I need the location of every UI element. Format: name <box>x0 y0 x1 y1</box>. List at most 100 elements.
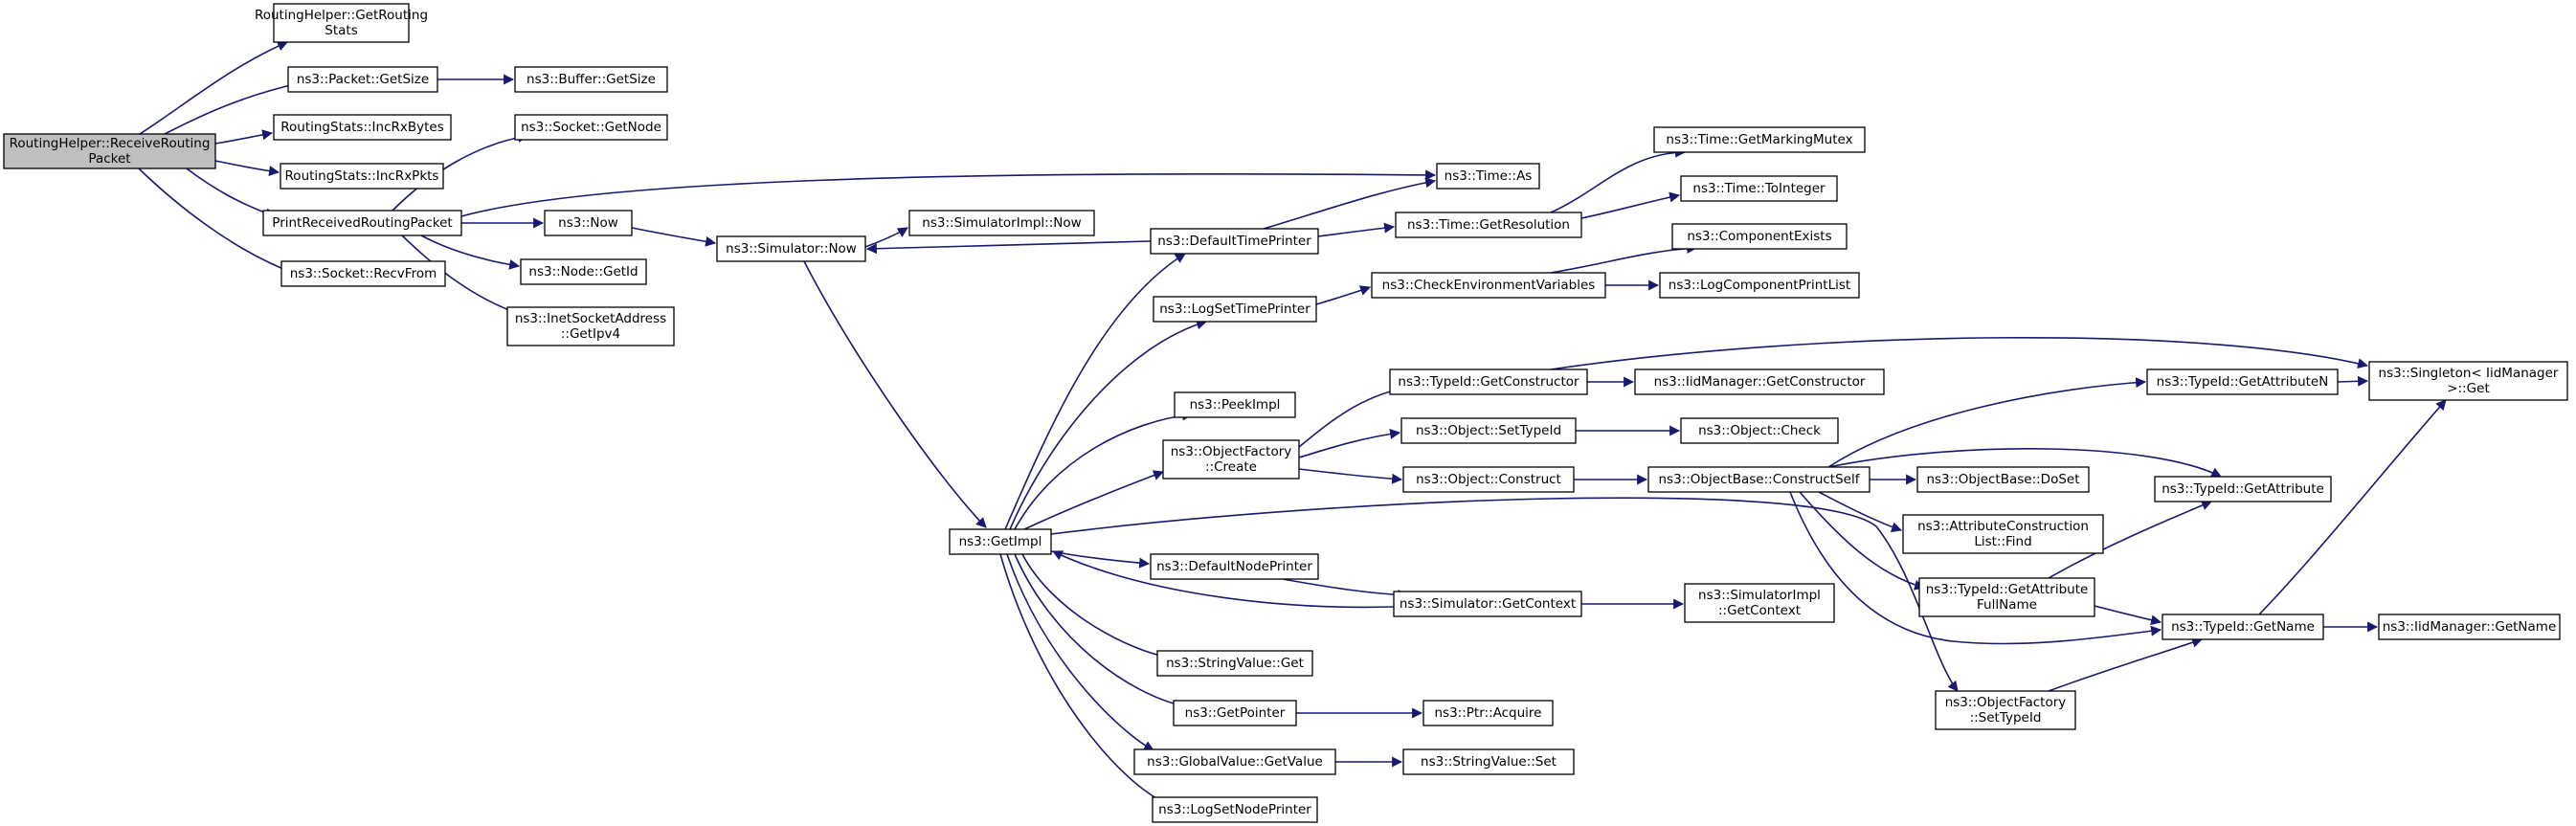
node-typeIdGetConstructor[interactable]: ns3::TypeId::GetConstructor <box>1389 368 1588 395</box>
node-label: ns3::TypeId::GetAttributeN <box>2157 374 2329 390</box>
node-checkEnvVars[interactable]: ns3::CheckEnvironmentVariables <box>1371 272 1606 299</box>
node-simNow[interactable]: ns3::Simulator::Now <box>716 235 866 262</box>
node-label: ns3::AttributeConstruction <box>1917 519 2089 534</box>
node-label: ::SetTypeId <box>1970 710 2042 726</box>
node-box <box>273 3 410 43</box>
node-iidManagerGetConstructor[interactable]: ns3::IidManager::GetConstructor <box>1634 368 1885 395</box>
node-label: ns3::Node::GetId <box>528 264 638 279</box>
node-simImplNow[interactable]: ns3::SimulatorImpl::Now <box>908 210 1095 236</box>
node-logComponentPrintList[interactable]: ns3::LogComponentPrintList <box>1659 272 1860 299</box>
node-globalValueGetValue[interactable]: ns3::GlobalValue::GetValue <box>1133 748 1336 775</box>
node-logSetTimePrinter[interactable]: ns3::LogSetTimePrinter <box>1153 296 1317 323</box>
node-box <box>1153 296 1317 323</box>
node-timeAs[interactable]: ns3::Time::As <box>1436 163 1540 190</box>
node-label: ns3::InetSocketAddress <box>515 311 666 326</box>
edge-getImpl-to-objFactorySetTypeId <box>1050 497 1959 692</box>
node-label: ns3::LogSetNodePrinter <box>1158 802 1311 817</box>
node-getPointer[interactable]: ns3::GetPointer <box>1173 700 1297 726</box>
node-componentExists[interactable]: ns3::ComponentExists <box>1671 223 1848 250</box>
node-label: ns3::Time::As <box>1445 168 1533 184</box>
node-simImplGetContext[interactable]: ns3::SimulatorImpl::GetContext <box>1684 583 1835 623</box>
node-label: ns3::CheckEnvironmentVariables <box>1382 278 1596 293</box>
node-box <box>716 235 866 262</box>
node-objectBaseConstructSelf[interactable]: ns3::ObjectBase::ConstructSelf <box>1647 466 1870 493</box>
node-incRxPkts[interactable]: RoutingStats::IncRxPkts <box>280 163 444 190</box>
node-objectBaseDoSet[interactable]: ns3::ObjectBase::DoSet <box>1916 466 2090 493</box>
node-defaultNodePrinter[interactable]: ns3::DefaultNodePrinter <box>1150 553 1319 580</box>
node-singletonGet[interactable]: ns3::Singleton< IidManager >::Get <box>2368 361 2568 401</box>
node-box <box>3 133 216 169</box>
nodes-layer: RoutingHelper::ReceiveRoutingPacketRouti… <box>3 3 2568 823</box>
edge-now-to-simNow <box>631 227 717 247</box>
node-label: ns3::ObjectFactory <box>1171 444 1292 459</box>
node-label: ns3::IidManager::GetConstructor <box>1654 374 1866 390</box>
edge-printPacket-to-socketGetNode <box>392 132 529 212</box>
node-box <box>1150 228 1319 255</box>
node-timeToInteger[interactable]: ns3::Time::ToInteger <box>1680 175 1838 202</box>
node-ptrAcquire[interactable]: ns3::Ptr::Acquire <box>1422 700 1554 726</box>
edge-objectBaseConstructSelf-to-typeIdGetAttributeN <box>1827 377 2147 468</box>
edge-getImpl-to-getPointer <box>1014 553 1186 710</box>
edge-typeIdGetAttributeFullName-to-typeIdGetAttribute <box>2048 500 2213 579</box>
node-label: ns3::DefaultNodePrinter <box>1156 559 1312 574</box>
node-label: ns3::GetImpl <box>959 534 1042 549</box>
node-typeIdGetAttribute[interactable]: ns3::TypeId::GetAttribute <box>2154 476 2332 502</box>
node-printPacket[interactable]: PrintReceivedRoutingPacket <box>262 210 462 236</box>
node-box <box>280 163 444 190</box>
node-timeGetResolution[interactable]: ns3::Time::GetResolution <box>1395 212 1582 238</box>
node-stringValueSet[interactable]: ns3::StringValue::Set <box>1402 748 1575 775</box>
node-bufferGetSize[interactable]: ns3::Buffer::GetSize <box>514 66 668 93</box>
node-box <box>1152 796 1318 823</box>
edge-receive-to-packetGetSize <box>164 79 301 135</box>
node-iidManagerGetName[interactable]: ns3::IidManager::GetName <box>2378 614 2561 640</box>
node-incRxBytes[interactable]: RoutingStats::IncRxBytes <box>273 114 452 141</box>
edge-getImpl-to-objFactoryCreate <box>1023 470 1165 530</box>
node-label: ns3::ObjectBase::DoSet <box>1926 472 2079 487</box>
node-label: ns3::Socket::RecvFrom <box>290 266 437 281</box>
node-recvFrom[interactable]: ns3::Socket::RecvFrom <box>280 260 446 287</box>
edge-logSetTimePrinter-to-checkEnvVars <box>1315 285 1372 305</box>
node-now[interactable]: ns3::Now <box>544 210 633 236</box>
node-label: ::Create <box>1205 459 1257 475</box>
node-nodeGetId[interactable]: ns3::Node::GetId <box>520 258 647 285</box>
node-label: Stats <box>325 23 357 38</box>
node-label: ns3::Socket::GetNode <box>521 120 661 135</box>
edge-getImpl-to-globalValueGetValue <box>1006 553 1154 751</box>
edge-timeGetResolution-to-timeGetMarkingMutex <box>1550 146 1687 213</box>
edge-receive-to-incRxBytes <box>214 129 274 145</box>
node-typeIdGetName[interactable]: ns3::TypeId::GetName <box>2162 614 2324 640</box>
edge-objectBaseConstructSelf-to-typeIdGetName <box>1789 491 2162 645</box>
node-label: ::GetContext <box>1718 603 1801 618</box>
node-objectCheck[interactable]: ns3::Object::Check <box>1680 417 1839 444</box>
node-objFactorySetTypeId[interactable]: ns3::ObjectFactory::SetTypeId <box>1935 690 2076 730</box>
edge-objFactoryCreate-to-typeIdGetConstructor <box>1298 384 1407 448</box>
node-box <box>2378 614 2561 640</box>
node-objFactoryCreate[interactable]: ns3::ObjectFactory::Create <box>1162 439 1300 480</box>
node-peekImpl[interactable]: ns3::PeekImpl <box>1174 391 1296 418</box>
node-box <box>514 66 668 93</box>
node-label: RoutingHelper::GetRouting <box>255 8 428 23</box>
node-box <box>1680 175 1838 202</box>
node-logSetNodePrinter[interactable]: ns3::LogSetNodePrinter <box>1152 796 1318 823</box>
node-objectConstruct[interactable]: ns3::Object::Construct <box>1402 466 1575 493</box>
node-timeGetMarkingMutex[interactable]: ns3::Time::GetMarkingMutex <box>1653 126 1866 153</box>
node-stringValueGet[interactable]: ns3::StringValue::Get <box>1156 650 1313 677</box>
edge-typeIdGetAttributeFullName-to-typeIdGetName <box>2094 605 2162 626</box>
node-label: ns3::ObjectBase::ConstructSelf <box>1659 472 1861 487</box>
edge-printPacket-to-nodeGetId <box>420 234 521 270</box>
node-defaultTimePrinter[interactable]: ns3::DefaultTimePrinter <box>1150 228 1319 255</box>
edge-simNow-to-getImpl <box>803 260 987 528</box>
node-getImpl[interactable]: ns3::GetImpl <box>949 528 1052 555</box>
node-box <box>1133 748 1336 775</box>
node-packetGetSize[interactable]: ns3::Packet::GetSize <box>287 66 438 93</box>
node-objectSetTypeId[interactable]: ns3::Object::SetTypeId <box>1400 417 1577 444</box>
node-getIpv4[interactable]: ns3::InetSocketAddress::GetIpv4 <box>506 306 675 346</box>
node-typeIdGetAttributeN[interactable]: ns3::TypeId::GetAttributeN <box>2146 368 2339 395</box>
node-label: ns3::TypeId::GetAttribute <box>1926 582 2089 597</box>
node-socketGetNode[interactable]: ns3::Socket::GetNode <box>514 114 668 141</box>
node-simGetContext[interactable]: ns3::Simulator::GetContext <box>1393 591 1582 617</box>
